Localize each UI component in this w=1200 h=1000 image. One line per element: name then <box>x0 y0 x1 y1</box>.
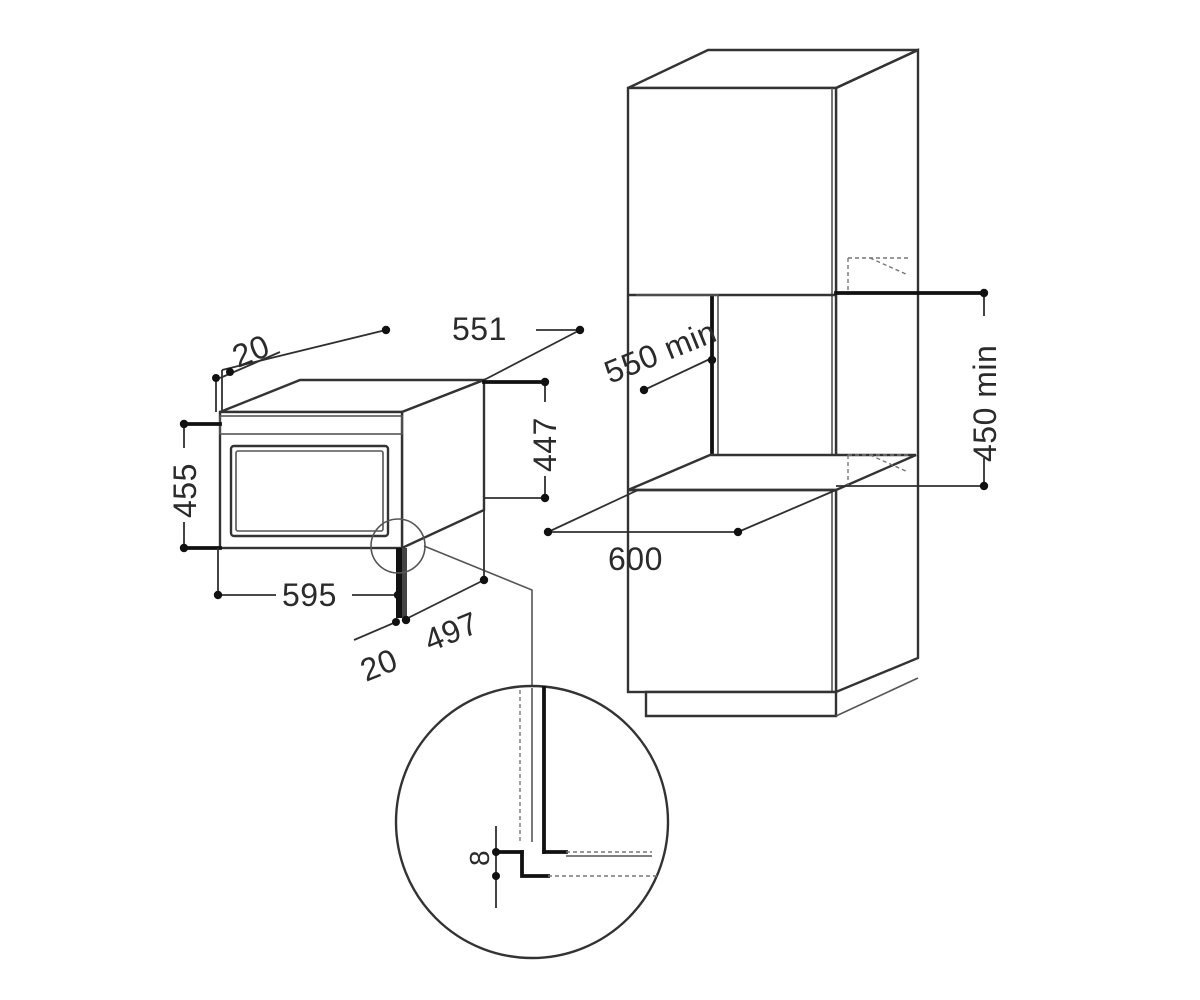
cabinet-front-face <box>626 86 838 694</box>
detail-leader-line <box>423 545 533 686</box>
dimension-width-600: 600 <box>543 489 837 577</box>
cabinet-side-face <box>834 48 920 694</box>
label-appliance-width: 595 <box>282 577 337 613</box>
label-appliance-depth: 551 <box>452 311 507 347</box>
appliance-window <box>229 444 390 538</box>
label-body-depth: 497 <box>419 605 483 659</box>
appliance-window-inner <box>235 450 384 532</box>
appliance-foot <box>396 548 402 618</box>
dimension-height-447: 447 <box>482 377 563 503</box>
appliance-foot <box>402 548 407 618</box>
dimension-height-455: 455 <box>167 419 222 553</box>
label-niche-width: 600 <box>608 541 663 577</box>
appliance-front-face <box>218 410 404 550</box>
dimension-offset-bottom-20: 20 <box>353 618 403 688</box>
label-detail-gap: 8 <box>464 850 495 866</box>
appliance-drawing <box>218 378 533 686</box>
label-front-offset-bottom: 20 <box>355 641 402 688</box>
cabinet-drawing <box>626 48 920 718</box>
cabinet-plinth <box>644 690 838 718</box>
dimension-height-450min: 450 min <box>834 288 1003 491</box>
label-cavity-height: 447 <box>527 417 563 472</box>
label-appliance-height: 455 <box>167 463 203 518</box>
dimension-width-595: 595 <box>213 548 403 613</box>
label-niche-height: 450 min <box>967 345 1003 462</box>
detail-view: 8 <box>394 684 670 960</box>
